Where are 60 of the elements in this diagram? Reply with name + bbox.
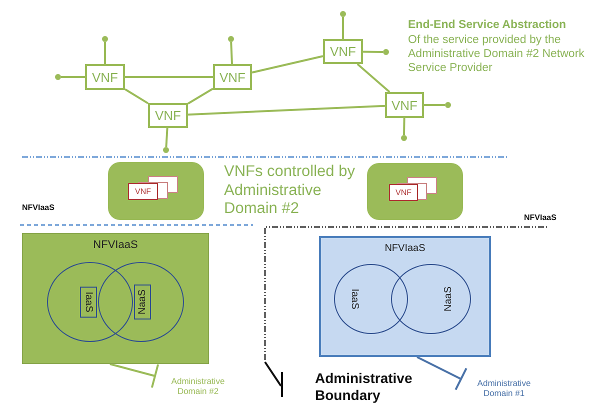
domain-text: Administrative Domain #1 [476, 378, 532, 398]
infrastructure-panel [22, 233, 209, 364]
boundary-label: Administrative Boundary [315, 370, 414, 404]
service-label: NaaS [134, 284, 151, 320]
service-label: IaaS [80, 286, 97, 318]
service-label: IaaS [349, 288, 360, 310]
endpoint-dot [228, 36, 234, 42]
leader-line [110, 363, 160, 389]
description-text: VNFs controlled by Administrative Domain #2 [224, 163, 356, 219]
rounded-panel [367, 163, 463, 220]
connector-line [342, 17, 344, 39]
vnf-box [148, 103, 188, 128]
endpoint-dot [383, 49, 389, 55]
connector-line [403, 118, 406, 136]
leader-line [416, 356, 468, 391]
vnf-box [385, 92, 424, 118]
service-circle [391, 264, 471, 334]
vnf-label: VNF [396, 188, 412, 197]
connector-line [104, 42, 106, 64]
vnf-box [85, 64, 125, 90]
vnf-label: VNF [392, 98, 418, 112]
connector-line [61, 76, 85, 78]
connector-line [188, 104, 386, 116]
panel-title: NFVIaaS [93, 239, 138, 251]
endpoint-dot [401, 135, 407, 141]
service-circle [98, 262, 184, 342]
vnf-box [213, 64, 252, 90]
connector-line [252, 55, 324, 74]
connector-line [356, 63, 390, 93]
endpoint-dot [55, 74, 61, 80]
connector-line [187, 88, 214, 104]
rounded-panel [108, 162, 204, 220]
endpoint-dot [163, 147, 169, 153]
connector-line [362, 50, 384, 53]
heading-text: End-End Service Abstraction [408, 19, 568, 33]
connector-line [230, 42, 233, 64]
connector-line [124, 88, 149, 104]
service-circle [47, 262, 133, 342]
endpoint-dot [340, 11, 346, 17]
service-label: NaaS [443, 286, 454, 312]
vnf-label: VNF [135, 187, 151, 196]
connector-line [165, 128, 168, 148]
connector-line [424, 104, 445, 106]
infrastructure-panel [319, 236, 491, 357]
vnf-label: VNF [220, 70, 246, 84]
domain-text: Administrative Domain #2 [170, 376, 226, 396]
vnf-label: VNF [155, 108, 181, 123]
vnf-box [323, 39, 363, 64]
vnf-label: VNF [330, 44, 356, 59]
panel-title: NFVIaaS [384, 243, 426, 254]
connector-line [125, 76, 213, 78]
layer-label: NFVIaaS [22, 203, 56, 213]
vnf-card [128, 183, 158, 200]
endpoint-dot [102, 36, 108, 42]
description-text: Of the service provided by the Administrative Domain #2 Network Service Provider [408, 34, 586, 76]
vnf-card [389, 184, 418, 201]
layer-label: NFVIaaS [524, 213, 558, 223]
service-circle [334, 264, 408, 334]
vnf-label: VNF [92, 70, 118, 84]
endpoint-dot [445, 102, 451, 108]
